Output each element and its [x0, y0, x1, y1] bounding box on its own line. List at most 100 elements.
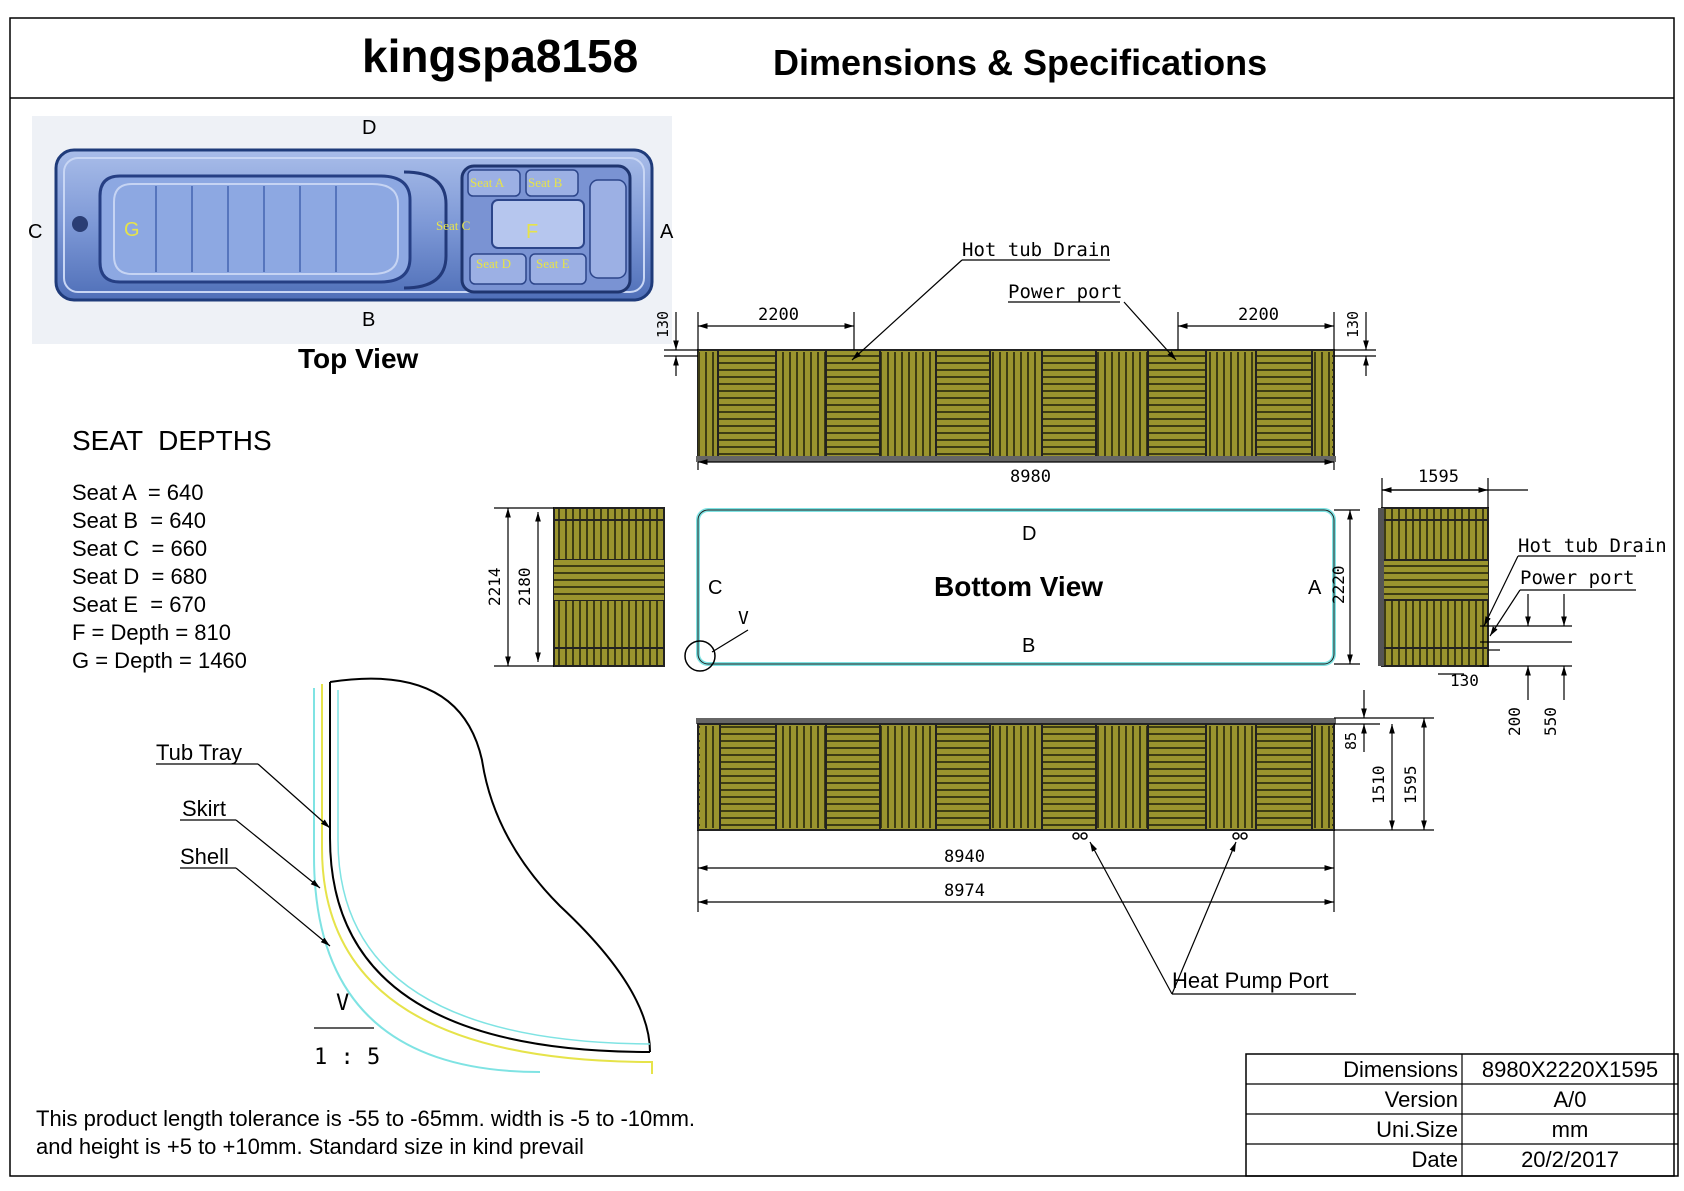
- right-dim-lines: [1334, 509, 1360, 665]
- side-dim-1595: 1595: [1418, 467, 1459, 487]
- detail-shell-curve: [329, 682, 651, 1053]
- side-bands: [1382, 519, 1488, 649]
- seat-depth-row: Seat A = 640: [72, 480, 204, 505]
- detail-leaders: [156, 763, 331, 947]
- swim-lane-inner: [113, 183, 399, 275]
- back-top-rail: [696, 718, 1336, 724]
- front-dim-left: 2200: [758, 305, 799, 325]
- spa-lounger: [589, 179, 627, 279]
- side-dims: [1381, 478, 1572, 700]
- spec-label-unit: Uni.Size: [1376, 1117, 1458, 1142]
- back-dim-1595: 1595: [1401, 765, 1420, 804]
- heat-pump-port-icons: [1072, 832, 1248, 840]
- seat-depth-row: Seat E = 670: [72, 592, 206, 617]
- spec-value-version: A/0: [1553, 1087, 1586, 1112]
- model-title: kingspa8158: [362, 30, 638, 82]
- spa-seat-d: [469, 253, 527, 285]
- back-dim-8974: 8974: [944, 881, 985, 901]
- seat-label-e: Seat E: [536, 256, 570, 271]
- front-dim-edge-left: 130: [654, 311, 672, 338]
- top-side-label-a: A: [660, 221, 674, 243]
- detail-v-marker: V: [738, 608, 749, 629]
- bottom-side-label-c: C: [708, 577, 722, 599]
- back-panel-dividers: [719, 724, 1313, 830]
- detail-tray-line: [321, 684, 653, 1074]
- seat-depths: SEAT DEPTHS Seat A = 640 Seat B = 640 Se…: [72, 425, 272, 673]
- front-power-label: Power port: [1008, 281, 1122, 303]
- front-dim-edge-right: 130: [1344, 311, 1362, 338]
- side-elevation: 1595 130 200 550 Hot tub Drain Power por…: [1378, 467, 1667, 736]
- back-elevation: 8940 8974 85 1510 1595 Heat Pump Port: [696, 690, 1434, 995]
- side-dim-130: 130: [1450, 671, 1479, 690]
- detail-scale: 1 : 5: [314, 1045, 380, 1070]
- detail-v: Tub Tray Skirt Shell V 1 : 5: [156, 677, 653, 1074]
- side-leaders: [1483, 555, 1636, 637]
- seat-depth-row: F = Depth = 810: [72, 620, 231, 645]
- heat-pump-leaders: [1089, 841, 1356, 995]
- top-view: D B C A Seat A Seat B Seat C Seat D Seat…: [28, 116, 674, 374]
- top-side-label-b: B: [362, 309, 375, 331]
- label-tub-tray: Tub Tray: [156, 740, 242, 765]
- heat-pump-port-label: Heat Pump Port: [1172, 968, 1329, 993]
- left-end-dims: [494, 507, 554, 667]
- bottom-side-label-a: A: [1308, 577, 1322, 599]
- swim-lane: [98, 174, 412, 284]
- top-side-label-d: D: [362, 117, 376, 139]
- zone-label-g: G: [124, 219, 140, 241]
- detail-v-marker-circle: [684, 640, 716, 672]
- spec-value-date: 20/2/2017: [1521, 1147, 1619, 1172]
- left-dim-2180: 2180: [515, 567, 534, 606]
- sheet-border: [9, 17, 1675, 1177]
- front-dim-overall: 8980: [1010, 467, 1051, 487]
- detail-v-leader: [711, 629, 749, 653]
- seat-depths-heading: SEAT DEPTHS: [72, 425, 272, 456]
- seat-depth-row: Seat C = 660: [72, 536, 207, 561]
- side-drain-label: Hot tub Drain: [1518, 535, 1667, 557]
- label-shell: Shell: [180, 844, 229, 869]
- bottom-outline-inner: [697, 509, 1335, 665]
- back-dim-85: 85: [1342, 732, 1360, 750]
- bottom-side-label-d: D: [1022, 523, 1036, 545]
- side-dim-550: 550: [1541, 707, 1560, 736]
- label-skirt: Skirt: [182, 796, 226, 821]
- spa-footwell: [491, 199, 585, 249]
- spa-drain-icon: [72, 216, 88, 232]
- detail-marker: V: [336, 991, 349, 1016]
- side-dim-200: 200: [1505, 707, 1524, 736]
- top-side-label-c: C: [28, 221, 42, 243]
- detail-inner-line: [337, 690, 651, 1045]
- tolerance-note-line1: This product length tolerance is -55 to …: [36, 1106, 695, 1131]
- top-view-caption: Top View: [298, 343, 419, 374]
- spa-seat-b: [525, 169, 579, 197]
- tub-rim: [63, 157, 645, 293]
- front-elevation: 2200 2200 8980 130 130 Hot tub Drain Pow…: [654, 239, 1376, 487]
- front-drain-label: Hot tub Drain: [962, 239, 1111, 261]
- page-title: Dimensions & Specifications: [773, 42, 1267, 83]
- bottom-view: Bottom View D B C A V 2214 2180 2220: [485, 507, 1360, 672]
- spec-table: Dimensions 8980X2220X1595 Version A/0 Un…: [1245, 1053, 1679, 1177]
- front-dim-lines: [664, 312, 1376, 470]
- seat-label-b: Seat B: [528, 175, 563, 190]
- detail-top-curve: [329, 677, 651, 1053]
- left-end-band-fill: [554, 560, 664, 600]
- spec-label-dimensions: Dimensions: [1343, 1057, 1458, 1082]
- left-dim-2214: 2214: [485, 567, 504, 606]
- step-contour: [403, 170, 448, 290]
- seat-depth-row: Seat D = 680: [72, 564, 207, 589]
- spa-seat-a: [467, 169, 521, 197]
- front-base: [696, 456, 1336, 462]
- back-dim-1510: 1510: [1369, 765, 1388, 804]
- front-vertical-panels: [698, 352, 1332, 456]
- seat-label-c: Seat C: [436, 218, 470, 233]
- swim-lane-ribs: [155, 186, 337, 272]
- detail-skirt-line: [313, 688, 541, 1073]
- side-band-fill: [1382, 560, 1488, 600]
- front-panel-dividers: [717, 350, 1313, 458]
- bottom-side-label-b: B: [1022, 635, 1035, 657]
- side-power-label: Power port: [1520, 567, 1634, 589]
- spec-label-date: Date: [1412, 1147, 1458, 1172]
- seat-depth-row: G = Depth = 1460: [72, 648, 247, 673]
- tolerance-note-line2: and height is +5 to +10mm. Standard size…: [36, 1134, 584, 1159]
- right-dim-2220: 2220: [1329, 565, 1348, 604]
